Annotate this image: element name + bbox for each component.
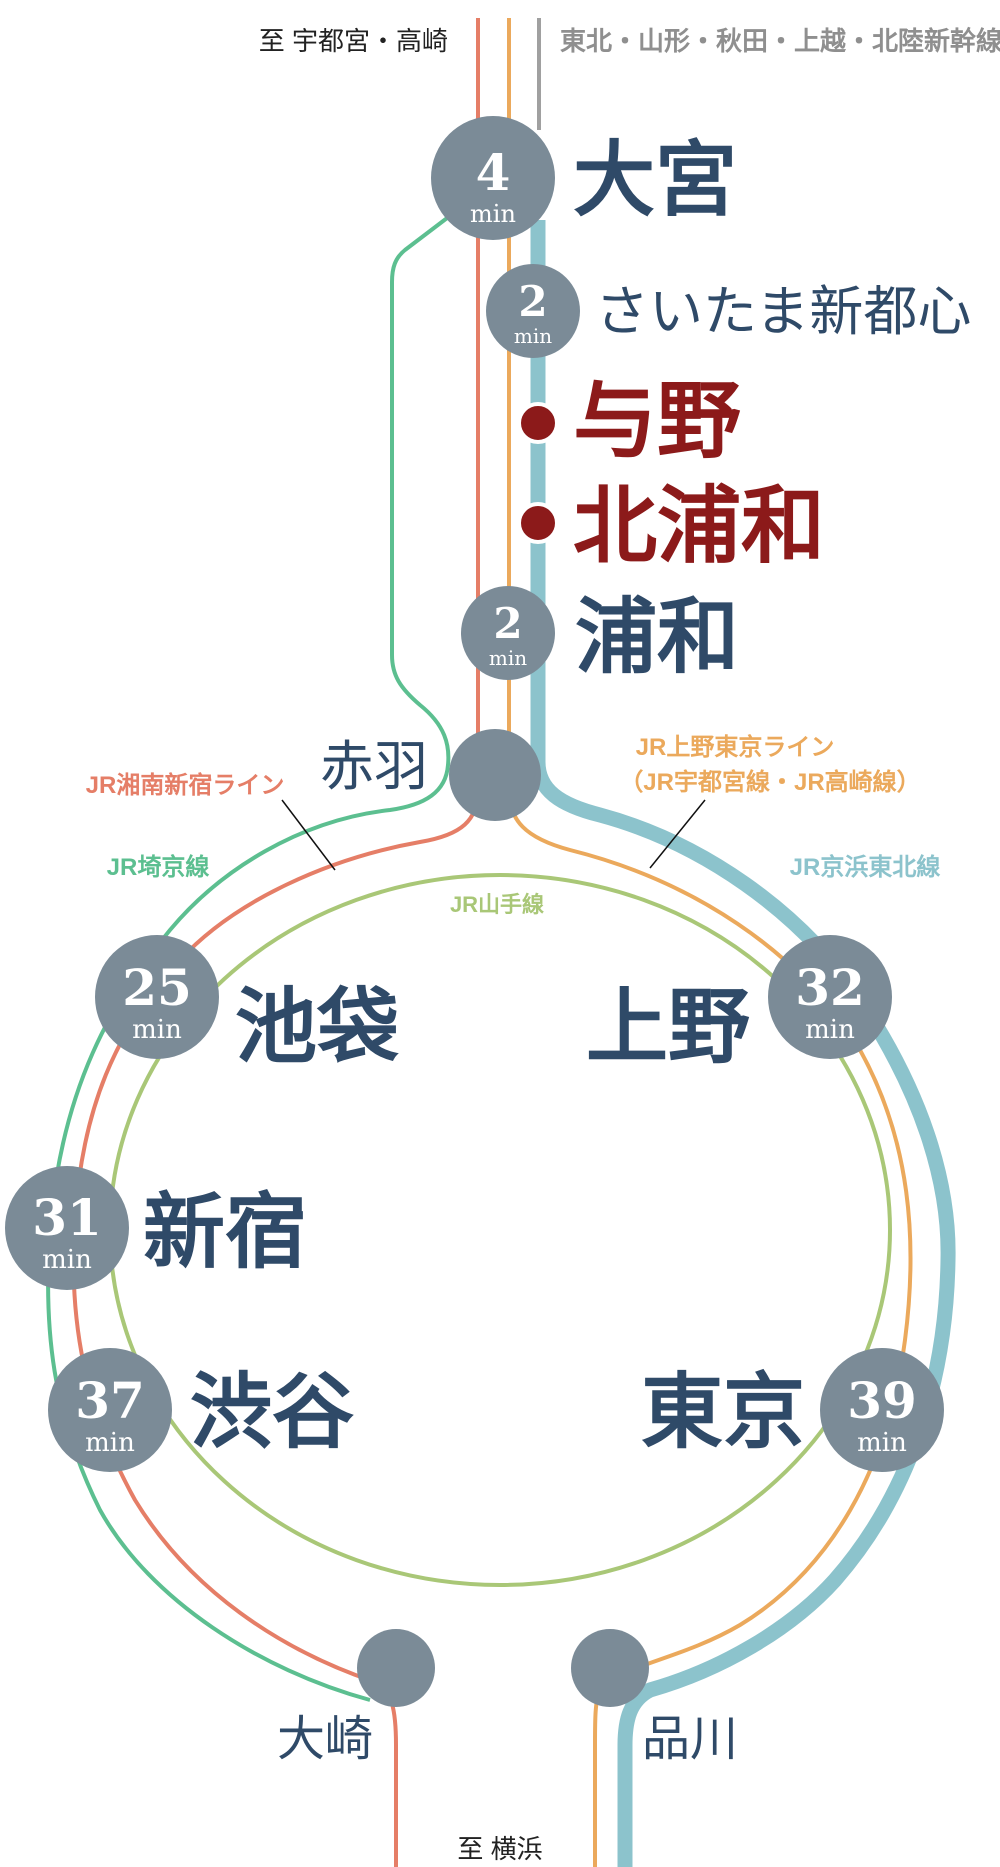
station-shinjuku: 31 min 新宿 (5, 1166, 307, 1290)
station-shibuya: 37 min 渋谷 (48, 1348, 354, 1472)
station-urawa-name: 浦和 (575, 589, 739, 685)
station-akabane: 赤羽 (320, 729, 541, 821)
station-saitama-shintoshin-name: さいたま新都心 (595, 280, 971, 343)
station-osaki-name: 大崎 (277, 1711, 373, 1767)
leader-ueno-tokyo (649, 799, 706, 869)
station-ikebukuro: 25 min 池袋 (95, 935, 399, 1075)
station-kita-urawa-marker-icon (517, 502, 559, 544)
station-ikebukuro-badge (95, 935, 219, 1059)
station-ikebukuro-minutes: 25 (122, 958, 192, 1017)
station-kita-urawa: 北浦和 (517, 476, 825, 575)
station-ueno-name: 上野 (586, 979, 750, 1075)
station-saitama-shintoshin-minutes: 2 (518, 277, 547, 326)
label-ueno-tokyo: JR上野東京ライン (636, 733, 835, 761)
station-ueno-unit: min (805, 1015, 855, 1045)
station-tokyo-minutes: 39 (847, 1371, 917, 1430)
station-shinagawa: 品川 (571, 1629, 738, 1767)
station-shibuya-unit: min (85, 1428, 135, 1458)
station-tokyo: 39 min 東京 (641, 1348, 944, 1472)
label-ueno-tokyo-sub: （JR宇都宮線・JR高崎線） (619, 768, 920, 796)
station-akabane-name: 赤羽 (320, 735, 428, 798)
station-saitama-shintoshin-badge (486, 264, 580, 358)
line-saikyo (46, 210, 457, 1702)
station-tokyo-badge (820, 1348, 944, 1472)
station-omiya-unit: min (470, 200, 516, 228)
station-ueno-badge (768, 935, 892, 1059)
label-shonan: JR湘南新宿ライン (86, 771, 285, 799)
station-ueno: 32 min 上野 (586, 935, 892, 1075)
station-shinjuku-name: 新宿 (143, 1184, 307, 1280)
station-shinagawa-name: 品川 (642, 1711, 738, 1767)
station-omiya-name: 大宮 (573, 132, 737, 228)
station-shibuya-minutes: 37 (75, 1371, 145, 1430)
station-shibuya-name: 渋谷 (190, 1364, 354, 1460)
station-osaki: 大崎 (277, 1629, 435, 1767)
station-yono-name: 与野 (573, 371, 741, 470)
station-ikebukuro-name: 池袋 (235, 979, 399, 1075)
direction-north: 至 宇都宮・高崎 (259, 26, 448, 56)
station-urawa-unit: min (489, 646, 527, 670)
station-osaki-node-icon (357, 1629, 435, 1707)
station-yono: 与野 (517, 371, 741, 470)
label-yamanote: JR山手線 (450, 892, 544, 917)
station-omiya-minutes: 4 (476, 143, 511, 202)
station-akabane-node-icon (449, 729, 541, 821)
station-kita-urawa-name: 北浦和 (573, 476, 825, 575)
station-tokyo-name: 東京 (641, 1364, 805, 1460)
station-ueno-minutes: 32 (795, 958, 865, 1017)
label-keihin: JR京浜東北線 (790, 853, 941, 881)
leader-shonan (281, 799, 336, 871)
direction-shinkansen: 東北・山形・秋田・上越・北陸新幹線 (560, 26, 1000, 56)
line-keihin-tohoku (530, 220, 956, 1867)
station-shinjuku-badge (5, 1166, 129, 1290)
station-urawa-minutes: 2 (493, 599, 522, 648)
station-yono-marker-icon (517, 402, 559, 444)
label-saikyo: JR埼京線 (107, 853, 210, 881)
station-shinjuku-unit: min (42, 1245, 92, 1275)
station-ikebukuro-unit: min (132, 1015, 182, 1045)
station-shibuya-badge (48, 1348, 172, 1472)
station-omiya: 4 min 大宮 (431, 116, 737, 240)
station-saitama-shintoshin-unit: min (514, 324, 552, 348)
direction-south: 至 横浜 (457, 1834, 542, 1864)
station-shinjuku-minutes: 31 (32, 1188, 102, 1247)
station-saitama-shintoshin: 2 min さいたま新都心 (486, 264, 971, 358)
station-omiya-badge (431, 116, 555, 240)
station-tokyo-unit: min (857, 1428, 907, 1458)
station-urawa-badge (461, 586, 555, 680)
station-urawa: 2 min 浦和 (461, 586, 739, 685)
station-shinagawa-node-icon (571, 1629, 649, 1707)
